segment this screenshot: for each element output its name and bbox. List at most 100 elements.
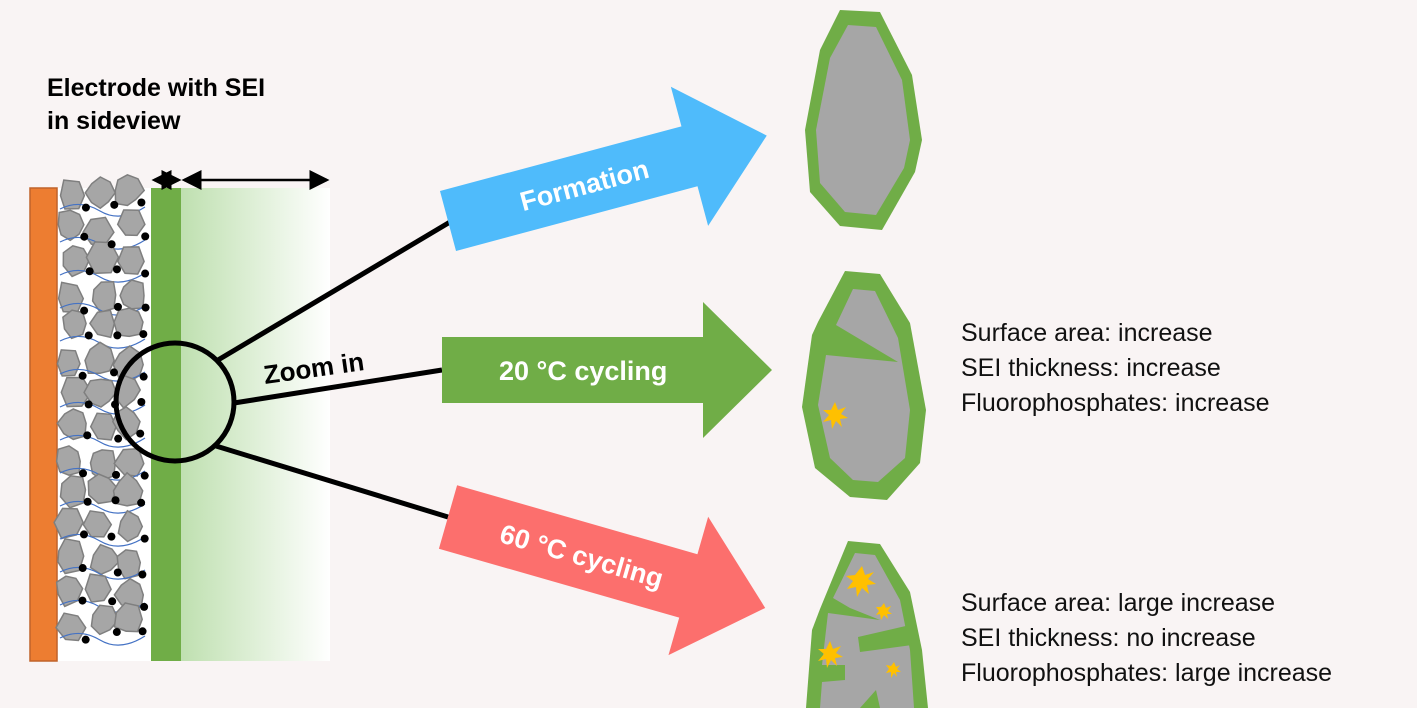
results-60c: Surface area: large increase SEI thickne… bbox=[961, 586, 1332, 691]
carbon-black-dot bbox=[80, 232, 89, 241]
carbon-black-dot bbox=[137, 398, 146, 407]
cycling-60c-arrow-shape bbox=[438, 485, 766, 656]
particle bbox=[114, 173, 146, 207]
result-surface-area: Surface area: increase bbox=[961, 319, 1213, 347]
results-20c: Surface area: increase SEI thickness: in… bbox=[961, 316, 1270, 421]
particle bbox=[116, 549, 142, 580]
carbon-black-dot bbox=[136, 429, 145, 438]
active-material-particles bbox=[53, 173, 150, 646]
particle bbox=[88, 309, 116, 339]
carbon-black-dot bbox=[113, 302, 122, 311]
sei-layer bbox=[151, 188, 181, 661]
carbon-black-dot bbox=[113, 331, 122, 340]
carbon-black-dot bbox=[79, 530, 88, 539]
carbon-black-dot bbox=[137, 498, 146, 507]
particle bbox=[119, 279, 145, 310]
particle-20c bbox=[802, 271, 926, 500]
particle bbox=[62, 244, 91, 278]
carbon-black-dot bbox=[110, 200, 119, 209]
carbon-black-dot bbox=[81, 635, 90, 644]
result-surface-area: Surface area: large increase bbox=[961, 589, 1276, 617]
fluorophosphate-star-icon bbox=[876, 603, 892, 620]
carbon-black-dot bbox=[138, 627, 147, 636]
carbon-black-dot bbox=[141, 303, 150, 312]
carbon-black-dot bbox=[78, 596, 87, 605]
carbon-black-dot bbox=[141, 269, 150, 278]
carbon-black-dot bbox=[80, 306, 89, 315]
diagram-title: Electrode with SEI in sideview bbox=[47, 72, 265, 138]
carbon-black-dot bbox=[137, 198, 146, 207]
particle bbox=[84, 341, 115, 375]
carbon-black-dot bbox=[140, 602, 149, 611]
binder-fiber bbox=[59, 566, 146, 580]
particle bbox=[84, 176, 117, 210]
carbon-black-dot bbox=[139, 372, 148, 381]
carbon-black-dot bbox=[112, 470, 121, 479]
binder-fiber bbox=[59, 434, 146, 448]
carbon-black-dot bbox=[78, 564, 87, 573]
result-fluorophosphates: Fluorophosphates: increase bbox=[961, 389, 1270, 417]
particle bbox=[112, 471, 144, 507]
zoom-circle bbox=[113, 340, 237, 464]
current-collector bbox=[29, 187, 58, 662]
zoom-line-formation bbox=[216, 219, 452, 363]
formation-arrow: Formation bbox=[439, 86, 767, 251]
particle bbox=[56, 408, 87, 441]
carbon-black-dot bbox=[83, 497, 92, 506]
result-sei-thickness: SEI thickness: no increase bbox=[961, 624, 1256, 652]
carbon-black-dot bbox=[111, 496, 120, 505]
binder-fiber bbox=[59, 632, 146, 646]
particle bbox=[113, 307, 144, 338]
carbon-black-dot bbox=[79, 469, 88, 478]
result-sei-thickness: SEI thickness: increase bbox=[961, 354, 1221, 382]
carbon-black-dot bbox=[107, 240, 116, 249]
carbon-black-dot bbox=[107, 532, 116, 541]
binder-fiber bbox=[59, 500, 146, 514]
cycling-20c-arrow: 20 °C cycling bbox=[442, 302, 772, 438]
title-line-2: in sideview bbox=[47, 107, 181, 135]
carbon-black-dot bbox=[140, 534, 149, 543]
carbon-black-dot bbox=[112, 628, 121, 637]
particle bbox=[82, 510, 113, 538]
formation-arrow-shape bbox=[439, 86, 767, 251]
cycling-20c-arrow-label: 20 °C cycling bbox=[499, 356, 667, 386]
particle bbox=[117, 509, 144, 543]
particle bbox=[59, 179, 86, 210]
carbon-black-dot bbox=[85, 267, 94, 276]
carbon-black-dot bbox=[84, 331, 93, 340]
electrolyte-gradient bbox=[181, 188, 330, 661]
title-line-1: Electrode with SEI bbox=[47, 74, 266, 102]
carbon-black-dot bbox=[140, 471, 149, 480]
carbon-black-dot bbox=[113, 568, 122, 577]
fluorophosphate-star-icon bbox=[846, 566, 876, 597]
carbon-black-dot bbox=[112, 265, 121, 274]
particle bbox=[89, 543, 122, 576]
fluorophosphate-star-icon bbox=[886, 662, 901, 678]
particle bbox=[116, 246, 145, 275]
carbon-black-dot bbox=[78, 371, 87, 380]
particle bbox=[87, 473, 119, 505]
result-fluorophosphates: Fluorophosphates: large increase bbox=[961, 659, 1333, 687]
particle bbox=[55, 445, 81, 476]
particle bbox=[56, 349, 81, 377]
particle-60c bbox=[806, 541, 928, 708]
fluorophosphate-star-icon bbox=[823, 402, 848, 429]
carbon-black-dot bbox=[139, 330, 148, 339]
particle bbox=[83, 378, 118, 408]
carbon-black-dot bbox=[84, 400, 93, 409]
particle bbox=[90, 604, 120, 636]
particle bbox=[59, 475, 87, 509]
particle bbox=[113, 602, 143, 633]
particle bbox=[57, 209, 85, 242]
cycling-60c-arrow: 60 °C cycling bbox=[438, 485, 766, 656]
zoom-line-20c bbox=[233, 367, 443, 406]
carbon-black-dot bbox=[81, 203, 90, 212]
carbon-black-dot bbox=[83, 431, 92, 440]
particle bbox=[55, 575, 84, 608]
carbon-black-dot bbox=[138, 570, 147, 579]
particle bbox=[89, 412, 117, 441]
zoom-line-60c bbox=[215, 443, 449, 520]
particle bbox=[57, 537, 85, 575]
carbon-black-dot bbox=[108, 597, 117, 606]
